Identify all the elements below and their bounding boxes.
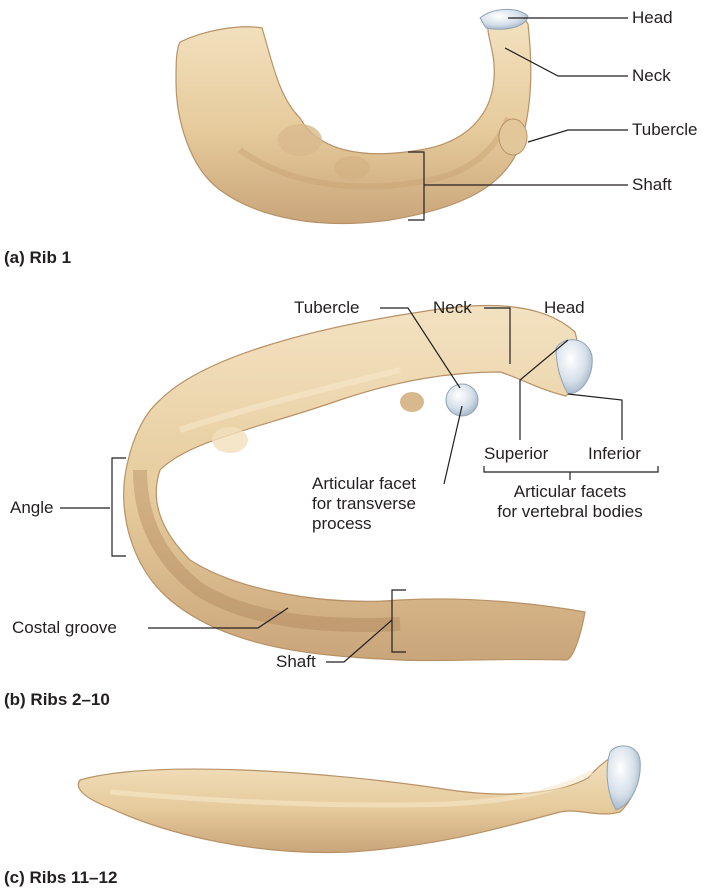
rib-head-label: Head xyxy=(544,298,585,318)
rib-tubercle-label: Tubercle xyxy=(294,298,360,318)
superior-facet-label: Superior xyxy=(484,444,548,464)
rib-1-illustration xyxy=(176,9,531,223)
rib1-head-label: Head xyxy=(632,8,673,28)
angle-label: Angle xyxy=(10,498,53,518)
articular-facets-label-line2: for vertebral bodies xyxy=(470,502,670,522)
panel-b-caption: (b) Ribs 2–10 xyxy=(4,690,110,710)
articular-facet-label-line2: for transverse xyxy=(312,494,416,514)
articular-facets-label-line1: Articular facets xyxy=(470,482,670,502)
costal-groove-label: Costal groove xyxy=(12,618,117,638)
articular-facet-label-line1: Articular facet xyxy=(312,474,416,494)
rib-neck-label: Neck xyxy=(433,298,472,318)
rib-shaft-label: Shaft xyxy=(276,652,316,672)
inferior-facet-label: Inferior xyxy=(588,444,641,464)
panel-a-caption: (a) Rib 1 xyxy=(4,248,71,268)
rib1-tubercle-label: Tubercle xyxy=(632,120,698,140)
rib-floating-illustration xyxy=(78,746,640,853)
panel-c-caption: (c) Ribs 11–12 xyxy=(4,868,117,888)
rib1-shaft-label: Shaft xyxy=(632,175,672,195)
rib1-neck-label: Neck xyxy=(632,66,671,86)
articular-facet-label-line3: process xyxy=(312,514,372,534)
